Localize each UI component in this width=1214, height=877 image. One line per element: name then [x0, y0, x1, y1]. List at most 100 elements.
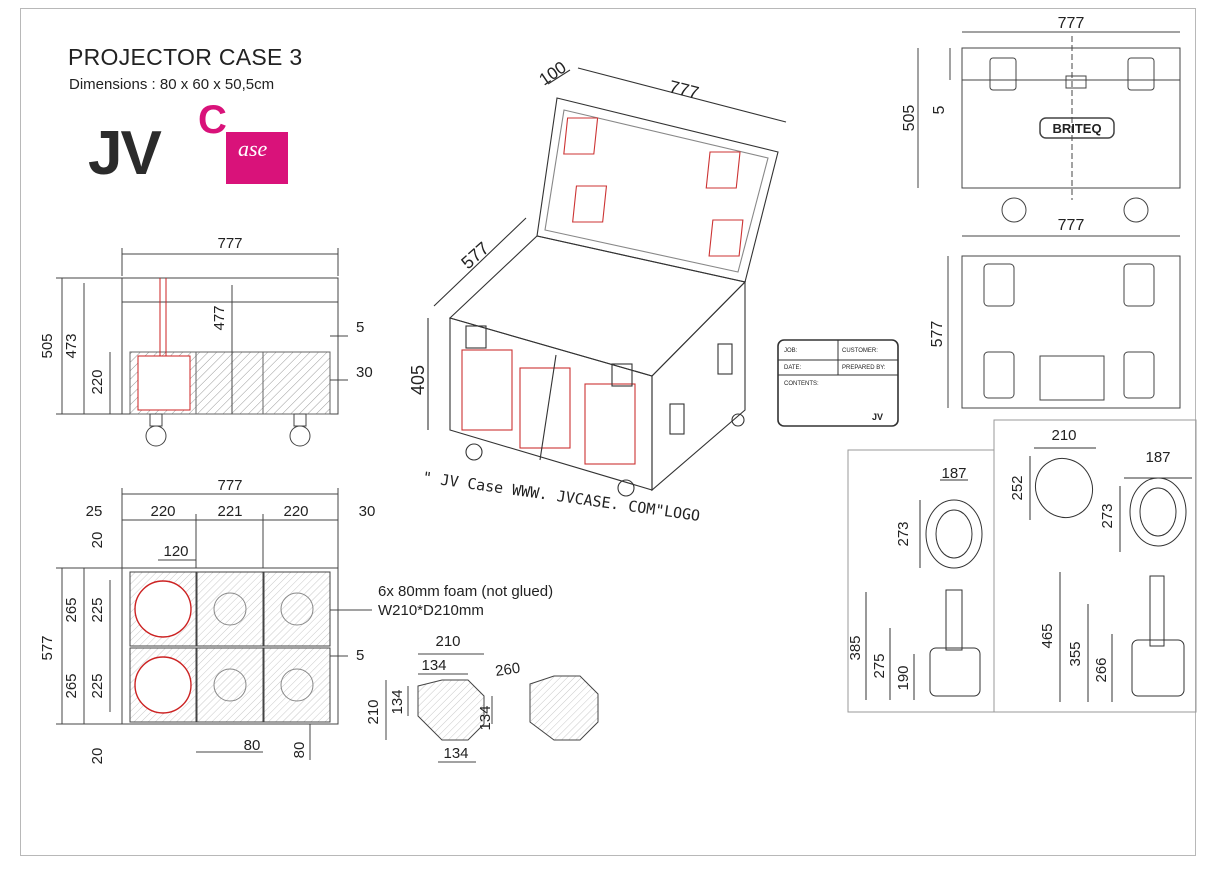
right-top-label-plate — [1039, 355, 1105, 401]
right-wheel-right — [1123, 197, 1149, 223]
iso-latch-left — [465, 325, 487, 349]
fixture-top-red-1 — [134, 580, 192, 638]
fixture-a-body — [929, 647, 981, 697]
isometric-view — [427, 67, 787, 497]
fixture-a-h-mid-label: 275 — [871, 653, 888, 678]
layout-row1-inner-label: 225 — [89, 597, 106, 622]
foam-top-label: 134 — [421, 657, 446, 674]
foam-block-shape — [417, 679, 485, 741]
foam-right-inner-label: 134 — [477, 705, 494, 730]
fixture-a-stand — [945, 589, 963, 651]
iso-wheel-2 — [617, 479, 635, 497]
layout-bottom-margin-label: 20 — [89, 748, 106, 765]
foam-note-1: 6x 80mm foam (not glued) — [378, 583, 553, 600]
fixture-b-h-low-label: 266 — [1093, 657, 1110, 682]
layout-col1-label: 220 — [150, 503, 175, 520]
right-top-depth-label: 577 — [929, 321, 946, 348]
front-section-view — [56, 248, 348, 447]
right-front-gap-label: 5 — [931, 105, 948, 114]
iso-side-face — [651, 280, 746, 492]
front-height-foam-label: 220 — [89, 369, 106, 394]
iso-width-label: 777 — [667, 76, 701, 103]
label-contents: CONTENTS: — [784, 381, 819, 387]
top-layout-view — [56, 488, 372, 760]
fixture-b-top-w-label: 210 — [1051, 427, 1076, 444]
layout-row1-outer-label: 265 — [63, 597, 80, 622]
fixture-a-height-label: 273 — [895, 521, 912, 546]
front-height-total-label: 505 — [39, 333, 56, 358]
fixture-panel-b — [993, 419, 1197, 713]
page-title: PROJECTOR CASE 3 — [68, 44, 303, 70]
front-wheel-right — [289, 425, 311, 447]
layout-col2-label: 221 — [217, 503, 242, 520]
jv-case-logo: JV C ase — [88, 98, 298, 192]
right-top-view — [947, 235, 1181, 409]
iso-wheel-1 — [465, 443, 483, 461]
front-inner-height-label: 477 — [211, 305, 228, 330]
front-width-label: 777 — [217, 235, 242, 252]
label-job: JOB: — [784, 348, 798, 354]
foam-block-detail — [385, 653, 599, 763]
foam-left-inner-label: 134 — [389, 689, 406, 714]
fixture-b-drawings — [1029, 447, 1192, 702]
layout-depth-label: 577 — [39, 635, 56, 660]
iso-depth-label: 577 — [457, 238, 493, 273]
fixture-top-red-2 — [134, 656, 192, 714]
layout-top-margin-label: 20 — [89, 532, 106, 549]
right-latch-right — [1127, 57, 1155, 91]
fixture-panels — [847, 419, 1197, 713]
iso-handle — [669, 403, 685, 435]
logo-pink-box — [226, 132, 288, 184]
foam-bottom-label: 134 — [443, 745, 468, 762]
foam-left-height-label: 210 — [365, 699, 382, 724]
front-height-body-label: 473 — [63, 333, 80, 358]
fixture-panel-a — [847, 449, 995, 713]
fixture-b-body — [1131, 639, 1185, 697]
logo-ase-text: ase — [238, 136, 268, 161]
foam-diagonal-label: 260 — [494, 660, 521, 680]
layout-col3-label: 220 — [283, 503, 308, 520]
layout-fixture-offset-label: 120 — [163, 543, 188, 560]
right-front-view — [917, 31, 1181, 223]
layout-width-label: 777 — [217, 477, 242, 494]
fixture-a-h-low-label: 190 — [895, 665, 912, 690]
front-wheel-left — [145, 425, 167, 447]
iso-logo-note: " JV Case WWW. JVCASE. COM"LOGO — [421, 468, 701, 525]
front-lid-gap-label: 5 — [356, 319, 364, 336]
label-logo: JV — [872, 412, 883, 422]
fixture-b-height-label: 273 — [1099, 503, 1116, 528]
right-latch-left — [989, 57, 1017, 91]
label-customer: CUSTOMER: — [842, 348, 878, 354]
fixture-b-tilted — [1034, 457, 1094, 519]
iso-top-opening — [448, 235, 747, 377]
label-card — [777, 339, 899, 427]
foam-width-label: 210 — [435, 633, 460, 650]
briteq-brand: BRITEQ — [1052, 121, 1101, 136]
fixture-a-top — [925, 499, 983, 569]
right-front-width-label: 777 — [1058, 15, 1085, 32]
fixture-section-red — [137, 355, 191, 411]
foam-note-2: W210*D210mm — [378, 602, 484, 619]
label-prepared: PREPARED BY: — [842, 365, 886, 371]
right-top-width-label: 777 — [1058, 217, 1085, 234]
layout-foam-gap-label: 5 — [356, 647, 364, 664]
fixture-a-width-label: 187 — [941, 465, 966, 482]
right-wheel-left — [1001, 197, 1027, 223]
fixture-b-stand — [1149, 575, 1165, 647]
iso-latch-right — [611, 363, 633, 387]
layout-row2-inner-label: 225 — [89, 673, 106, 698]
fixture-b-width-label: 187 — [1145, 449, 1170, 466]
iso-lid-depth-label: 100 — [536, 58, 570, 90]
layout-margin-left-label: 25 — [86, 503, 103, 520]
layout-outline — [121, 567, 339, 725]
logo-c-text: C — [198, 98, 227, 142]
front-bottom-foam-label: 30 — [356, 364, 373, 381]
fixture-b-h-total-label: 465 — [1039, 623, 1056, 648]
layout-margin-right-label: 30 — [359, 503, 376, 520]
briteq-badge — [1039, 117, 1115, 139]
layout-row2-outer-label: 265 — [63, 673, 80, 698]
right-front-outline — [961, 47, 1181, 189]
fixture-b-top-h-label: 252 — [1009, 475, 1026, 500]
label-date: DATE: — [784, 365, 802, 371]
